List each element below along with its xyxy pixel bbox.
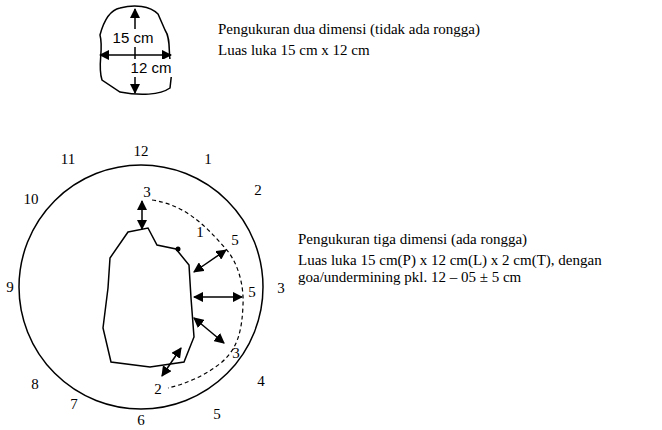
clock-number: 10 bbox=[24, 192, 39, 207]
dimension-label: 15 cm bbox=[111, 29, 156, 46]
clock-number: 2 bbox=[254, 183, 262, 198]
depth-arrow bbox=[162, 348, 181, 376]
depth-number: 2 bbox=[154, 382, 162, 397]
depth-arrow bbox=[141, 201, 143, 229]
depth-number: 1 bbox=[196, 225, 204, 240]
depth-arrow bbox=[194, 250, 226, 272]
depth-arrow bbox=[194, 296, 242, 298]
note-text: Pengukuran tiga dimensi (ada rongga) bbox=[298, 231, 527, 248]
width-arrow bbox=[100, 54, 171, 56]
clock-circle bbox=[19, 165, 263, 409]
depth-arrow bbox=[194, 318, 224, 343]
clock-number: 6 bbox=[137, 413, 145, 428]
measure-dot bbox=[176, 247, 181, 252]
depth-number: 5 bbox=[231, 233, 239, 248]
wound-outline bbox=[103, 228, 194, 367]
clock-number: 9 bbox=[6, 280, 14, 295]
clock-number: 5 bbox=[213, 407, 221, 422]
clock-number: 1 bbox=[204, 152, 212, 167]
depth-number: 3 bbox=[232, 346, 240, 361]
clock-number: 8 bbox=[31, 377, 39, 392]
length-arrow bbox=[134, 9, 136, 93]
wound-outline bbox=[100, 6, 172, 94]
clock-number: 4 bbox=[257, 374, 265, 389]
clock-number: 3 bbox=[277, 281, 285, 296]
clock-number: 12 bbox=[134, 144, 149, 159]
undermining-line bbox=[152, 200, 243, 388]
clock-number: 11 bbox=[61, 152, 75, 167]
clock-number: 7 bbox=[70, 397, 78, 412]
note-text: Luas luka 15 cm x 12 cm bbox=[218, 42, 370, 59]
dimension-label: 12 cm bbox=[129, 59, 174, 76]
depth-number: 5 bbox=[248, 285, 256, 300]
depth-number: 3 bbox=[143, 185, 151, 200]
note-text: Luas luka 15 cm(P) x 12 cm(L) x 2 cm(T),… bbox=[298, 252, 628, 287]
note-text: Pengukuran dua dimensi (tidak ada rongga… bbox=[218, 21, 480, 38]
